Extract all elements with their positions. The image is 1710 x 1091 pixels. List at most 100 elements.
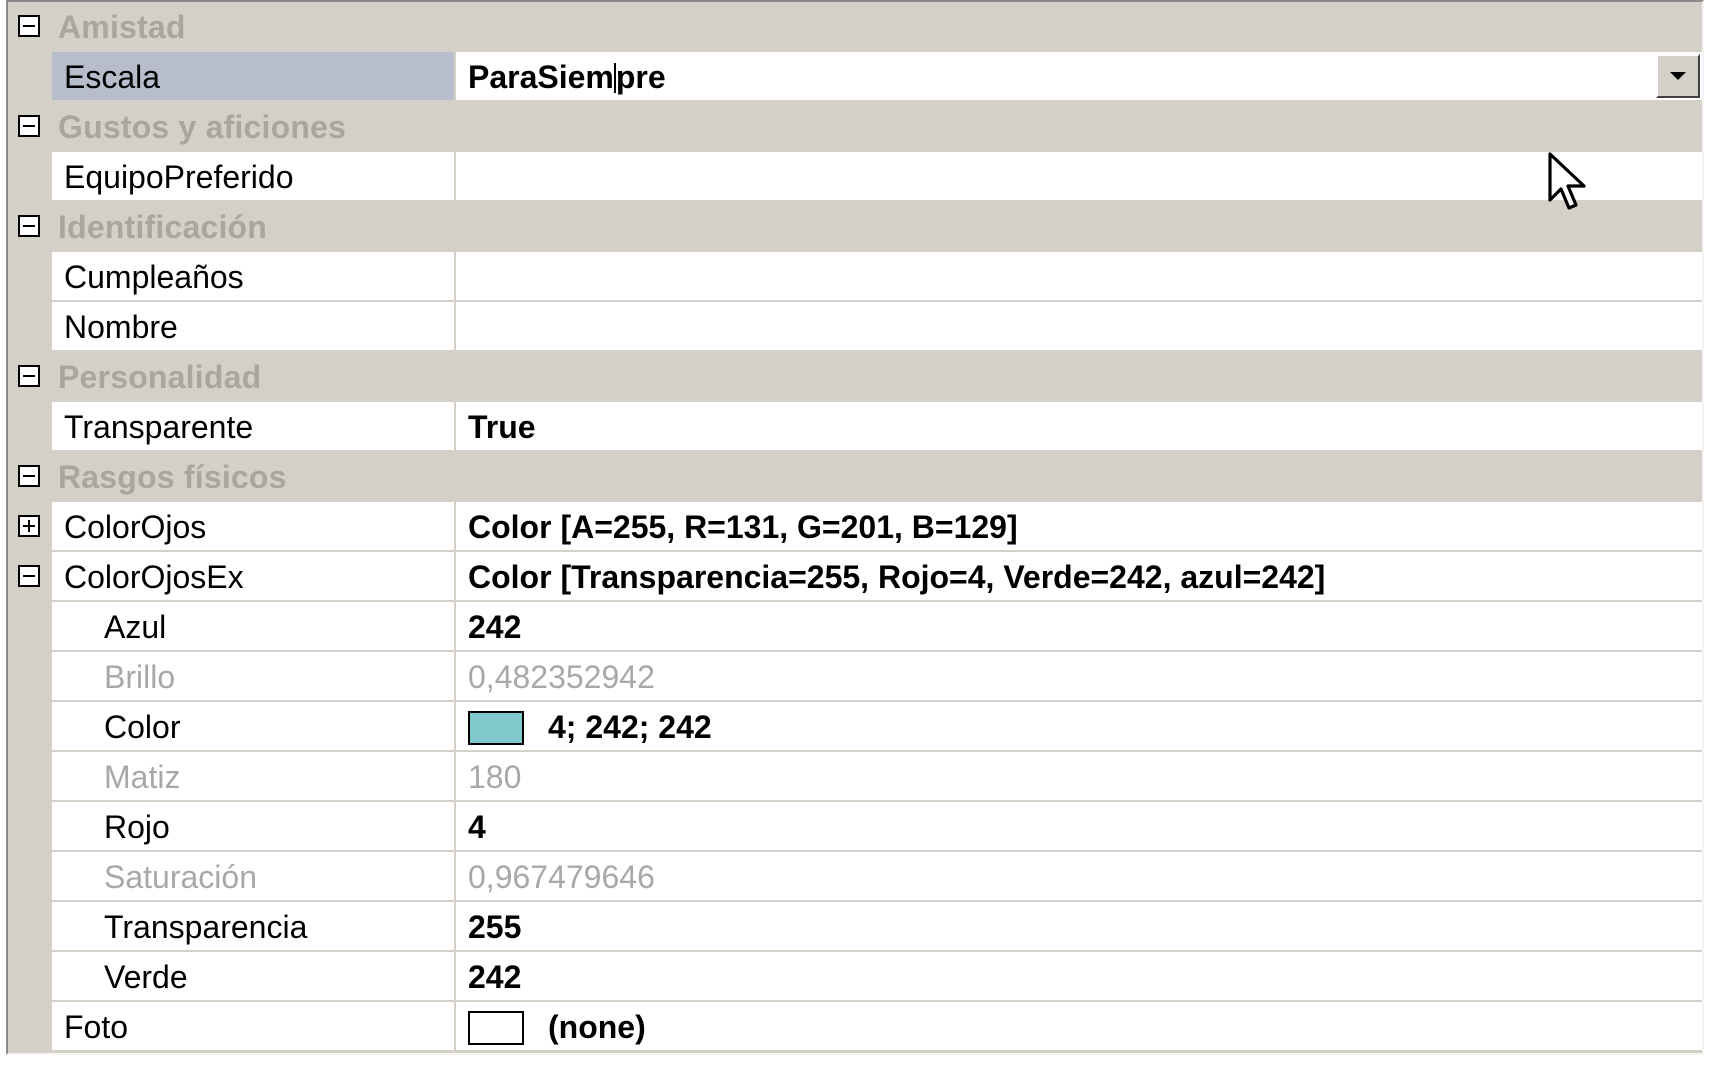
property-name[interactable]: Matiz <box>52 752 456 802</box>
property-value[interactable] <box>456 302 1702 352</box>
property-value-editor[interactable]: ParaSiempre <box>456 52 1702 102</box>
property-value[interactable]: 4; 242; 242 <box>456 702 1702 752</box>
property-value[interactable]: True <box>456 402 1702 452</box>
property-value: 180 <box>456 752 1702 802</box>
property-value[interactable] <box>456 252 1702 302</box>
property-row-saturacion[interactable]: Saturación 0,967479646 <box>8 852 1702 902</box>
property-name[interactable]: EquipoPreferido <box>52 152 456 202</box>
property-name[interactable]: Color <box>52 702 456 752</box>
collapse-icon[interactable] <box>18 115 40 137</box>
property-value[interactable]: Color [Transparencia=255, Rojo=4, Verde=… <box>456 552 1702 602</box>
gutter <box>8 702 52 752</box>
property-value[interactable]: (none) <box>456 1002 1702 1052</box>
property-name[interactable]: Saturación <box>52 852 456 902</box>
color-swatch <box>468 1010 524 1045</box>
property-name[interactable]: Transparencia <box>52 902 456 952</box>
property-name[interactable]: Cumpleaños <box>52 252 456 302</box>
property-row-rojo[interactable]: Rojo 4 <box>8 802 1702 852</box>
property-name[interactable]: Rojo <box>52 802 456 852</box>
property-name[interactable]: Nombre <box>52 302 456 352</box>
property-name[interactable]: Verde <box>52 952 456 1002</box>
category-row-rasgos-fisicos[interactable]: Rasgos físicos <box>8 452 1702 502</box>
property-name[interactable]: ColorOjos <box>52 502 456 552</box>
property-row-colorojosex[interactable]: ColorOjosEx Color [Transparencia=255, Roj… <box>8 552 1702 602</box>
gutter <box>8 202 52 250</box>
property-row-cumpleanos[interactable]: Cumpleaños <box>8 252 1702 302</box>
property-row-verde[interactable]: Verde 242 <box>8 952 1702 1002</box>
collapse-icon[interactable] <box>18 565 40 587</box>
editor-text-before-caret: ParaSiem <box>468 59 614 95</box>
gutter <box>8 602 52 652</box>
collapse-icon[interactable] <box>18 365 40 387</box>
gutter <box>8 152 52 202</box>
property-value-text: 0,482352942 <box>468 659 655 695</box>
property-row-matiz[interactable]: Matiz 180 <box>8 752 1702 802</box>
property-value[interactable]: 242 <box>456 602 1702 652</box>
dropdown-arrow-icon[interactable] <box>1656 54 1700 98</box>
mouse-pointer-icon <box>1548 152 1586 210</box>
category-label: Amistad <box>58 9 186 45</box>
expand-icon[interactable] <box>18 515 40 537</box>
category-label: Identificación <box>58 209 268 245</box>
category-row-amistad[interactable]: Amistad <box>8 2 1702 52</box>
property-value[interactable]: 242 <box>456 952 1702 1002</box>
category-label: Personalidad <box>58 359 262 395</box>
gutter <box>8 452 52 500</box>
category-row-gustos-y-aficiones[interactable]: Gustos y aficiones <box>8 102 1702 152</box>
property-value-text: 4 <box>468 809 486 845</box>
property-name[interactable]: Brillo <box>52 652 456 702</box>
property-value-text: 180 <box>468 759 522 795</box>
text-caret <box>613 62 616 93</box>
gutter <box>8 302 52 352</box>
property-value[interactable]: Color [A=255, R=131, G=201, B=129] <box>456 502 1702 552</box>
property-value: 0,967479646 <box>456 852 1702 902</box>
property-row-color[interactable]: Color 4; 242; 242 <box>8 702 1702 752</box>
editor-text-after-caret: pre <box>615 59 666 95</box>
gutter <box>8 402 52 452</box>
property-row-colorojos[interactable]: ColorOjos Color [A=255, R=131, G=201, B=1… <box>8 502 1702 552</box>
property-value-text: 0,967479646 <box>468 859 655 895</box>
property-value: 0,482352942 <box>456 652 1702 702</box>
property-row-equipopreferido[interactable]: EquipoPreferido <box>8 152 1702 202</box>
property-value-text: Color [A=255, R=131, G=201, B=129] <box>468 509 1018 545</box>
collapse-icon[interactable] <box>18 215 40 237</box>
category-label: Gustos y aficiones <box>58 109 347 145</box>
color-swatch <box>468 710 524 745</box>
property-value-text: True <box>468 409 536 445</box>
property-value-text: 255 <box>468 909 522 945</box>
gutter <box>8 1002 52 1052</box>
property-name[interactable]: Transparente <box>52 402 456 452</box>
gutter <box>8 802 52 852</box>
collapse-icon[interactable] <box>18 15 40 37</box>
gutter <box>8 952 52 1002</box>
property-row-nombre[interactable]: Nombre <box>8 302 1702 352</box>
property-row-brillo[interactable]: Brillo 0,482352942 <box>8 652 1702 702</box>
property-name[interactable]: Foto <box>52 1002 456 1052</box>
property-value-text: 242 <box>468 959 522 995</box>
property-row-transparente[interactable]: Transparente True <box>8 402 1702 452</box>
category-row-identificacion[interactable]: Identificación <box>8 202 1702 252</box>
property-row-foto[interactable]: Foto(none) <box>8 1002 1702 1052</box>
property-value[interactable]: 255 <box>456 902 1702 952</box>
property-name[interactable]: ColorOjosEx <box>52 552 456 602</box>
property-row-transparencia[interactable]: Transparencia 255 <box>8 902 1702 952</box>
gutter <box>8 52 52 102</box>
gutter <box>8 2 52 50</box>
gutter <box>8 252 52 302</box>
collapse-icon[interactable] <box>18 465 40 487</box>
gutter <box>8 102 52 150</box>
gutter <box>8 352 52 400</box>
property-value-text: Color [Transparencia=255, Rojo=4, Verde=… <box>468 559 1326 595</box>
gutter <box>8 652 52 702</box>
gutter <box>8 552 52 602</box>
property-name[interactable]: Azul <box>52 602 456 652</box>
property-value[interactable]: 4 <box>456 802 1702 852</box>
property-name[interactable]: Escala <box>52 52 456 102</box>
gutter <box>8 752 52 802</box>
category-row-personalidad[interactable]: Personalidad <box>8 352 1702 402</box>
property-value-text: 4; 242; 242 <box>548 709 712 745</box>
property-value[interactable] <box>456 152 1702 202</box>
